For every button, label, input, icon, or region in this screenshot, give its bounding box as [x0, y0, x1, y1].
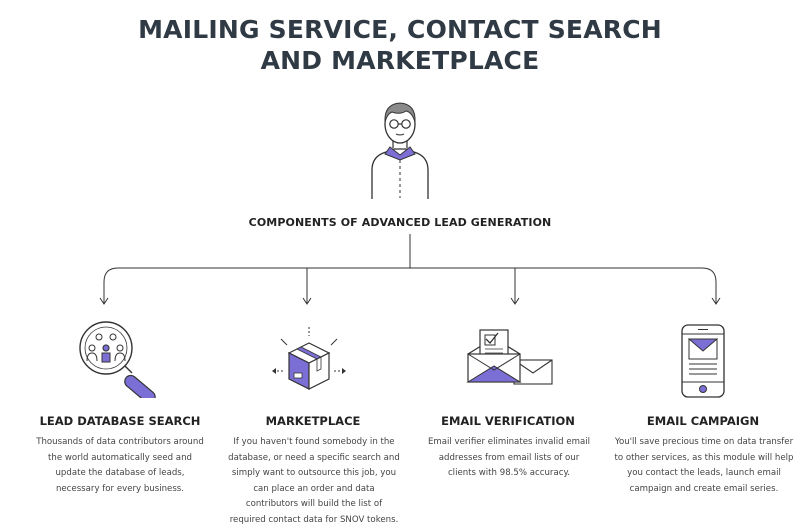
- component-desc-email-campaign: You'll save precious time on data transf…: [614, 437, 794, 494]
- package-box-icon: [272, 327, 346, 390]
- diagram-subtitle: COMPONENTS OF ADVANCED LEAD GENERATION: [248, 216, 552, 229]
- page-title: MAILING SERVICE, CONTACT SEARCH AND MARK…: [0, 14, 800, 76]
- component-desc-email-verification: Email verifier eliminates invalid email …: [427, 437, 591, 478]
- tree-connector: [99, 234, 721, 305]
- person-icon: [371, 102, 429, 199]
- magnifier-people-icon: [79, 321, 156, 398]
- component-title-email-verification: EMAIL VERIFICATION: [441, 414, 575, 428]
- component-title-marketplace: MARKETPLACE: [265, 414, 361, 428]
- page-title-line-2: AND MARKETPLACE: [260, 46, 540, 75]
- page-title-line-1: MAILING SERVICE, CONTACT SEARCH: [138, 15, 662, 44]
- component-title-email-campaign: EMAIL CAMPAIGN: [646, 414, 760, 428]
- email-verification-icon: [466, 329, 553, 385]
- mobile-email-icon: [681, 324, 725, 398]
- component-desc-marketplace: If you haven't found somebody in the dat…: [228, 437, 400, 525]
- component-desc-lead-database-search: Thousands of data contributors around th…: [36, 437, 204, 494]
- component-title-lead-database-search: LEAD DATABASE SEARCH: [39, 414, 201, 428]
